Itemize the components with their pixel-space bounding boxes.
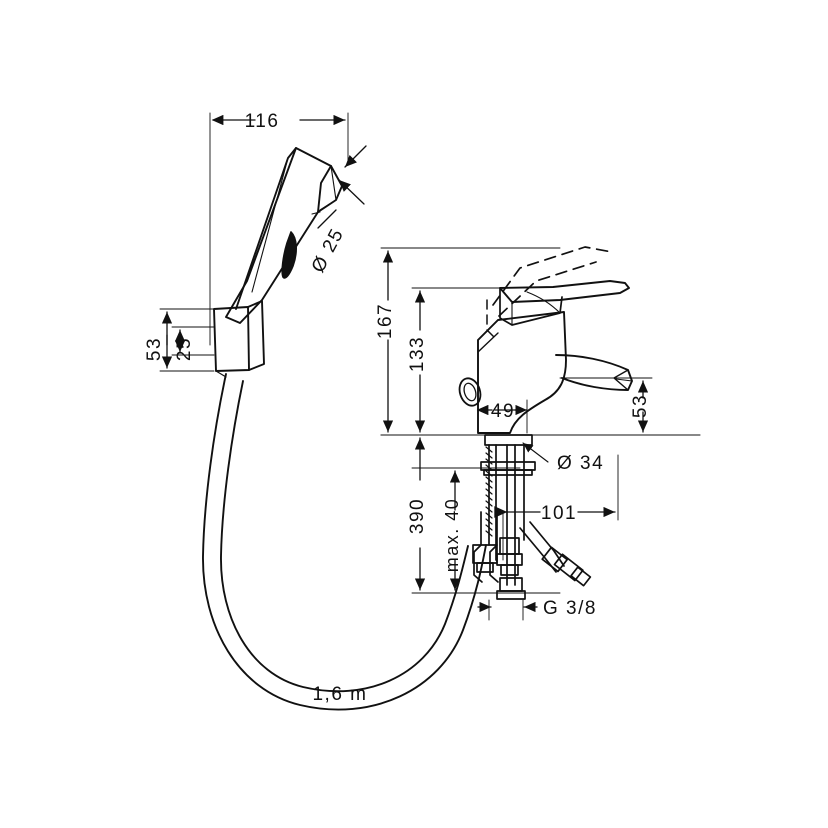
shank-end-fittings xyxy=(496,577,526,600)
dimension-label-167: 167 xyxy=(375,303,396,339)
shower-head-face xyxy=(330,165,337,201)
dimension-label-53-right: 53 xyxy=(630,394,651,418)
lever-handle-raised-outline xyxy=(486,299,498,341)
dimension-label-49: 49 xyxy=(491,401,515,422)
dimension-label-hose-length: 1,6 m xyxy=(312,684,367,705)
dimension-label-25: 25 xyxy=(174,337,195,361)
dimension-label-dia25: Ø 25 xyxy=(308,225,349,277)
shower-spray-slot xyxy=(281,231,297,279)
spout xyxy=(555,354,633,391)
pull-rod-ring xyxy=(458,377,482,407)
lever-handle xyxy=(499,280,630,326)
dimension-label-g38: G 3/8 xyxy=(543,598,597,619)
dimension-label-dia34: Ø 34 xyxy=(557,453,604,474)
dimension-label-101: 101 xyxy=(541,503,577,524)
hose-fitting-right xyxy=(541,546,592,587)
dimension-label-133: 133 xyxy=(407,336,428,372)
dimension-label-390: 390 xyxy=(407,498,428,534)
basin-mixer-body xyxy=(477,311,567,434)
hose-fitting-center xyxy=(496,537,523,576)
dimension-label-53-left: 53 xyxy=(144,337,165,361)
thread-hatching xyxy=(485,446,493,537)
flexible-hose xyxy=(202,373,487,711)
dimension-label-116: 116 xyxy=(245,111,280,132)
dimension-dia25 xyxy=(317,145,367,229)
lever-handle-raised xyxy=(492,246,613,317)
leader-dia34 xyxy=(522,442,549,463)
shower-wall-holder xyxy=(213,300,265,378)
mounting-flange xyxy=(480,461,536,476)
dimension-label-max40: max. 40 xyxy=(442,498,462,573)
